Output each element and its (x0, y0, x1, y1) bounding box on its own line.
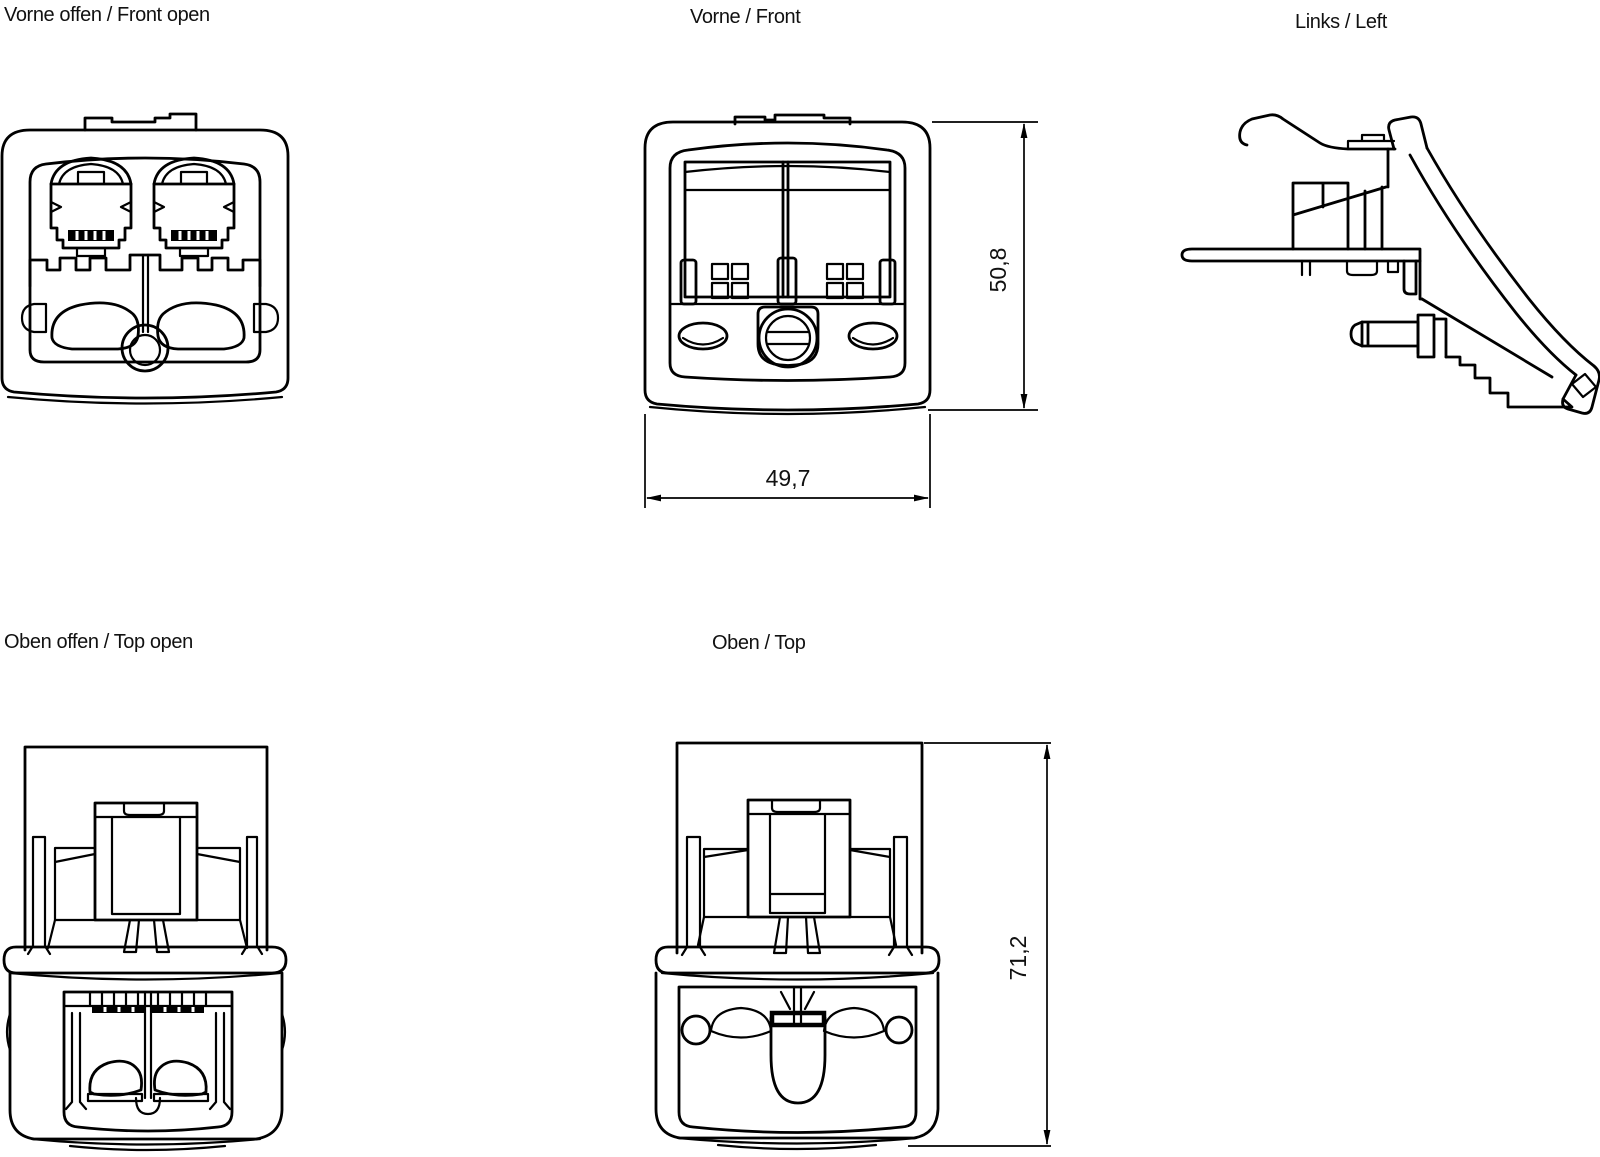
front-view-drawing: 50,8 49,7 (643, 113, 1038, 508)
top-shutter-detail (680, 985, 914, 1105)
view-title-front-open: Vorne offen / Front open (4, 4, 210, 26)
top-back-box (675, 741, 924, 957)
left-mounting-plate (1180, 247, 1422, 277)
top-front-body (654, 945, 941, 1151)
view-title-top: Oben / Top (712, 632, 806, 654)
front-open-view (0, 110, 300, 422)
top-dimension: 71,2 (908, 742, 1051, 1147)
front-housing (643, 113, 932, 416)
top-open-back-box (23, 745, 269, 956)
view-title-front: Vorne / Front (690, 6, 801, 28)
top-open-view (0, 714, 300, 1157)
left-lower-body (1349, 259, 1574, 409)
left-view-drawing (1180, 113, 1600, 415)
view-title-left: Links / Left (1295, 11, 1387, 33)
left-jack-block (1291, 147, 1390, 251)
top-open-front-body (2, 945, 288, 1152)
top-view: 71,2 (618, 713, 1054, 1157)
top-open-contacts (62, 990, 234, 1116)
front-shutter-window (683, 160, 892, 299)
front-dimensions: 50,8 49,7 (644, 121, 1038, 508)
top-open-view-drawing (2, 745, 288, 1152)
dimension-label-height: 50,8 (985, 248, 1011, 293)
dimension-label-width: 49,7 (766, 465, 811, 491)
rj45-jack-right (152, 156, 236, 258)
top-view-drawing: 71,2 (654, 741, 1051, 1151)
screw-head (757, 307, 819, 369)
rj45-jack-left (49, 156, 133, 258)
front-terminal-row (668, 256, 907, 306)
view-title-top-open: Oben offen / Top open (4, 631, 193, 653)
left-faceplate (1387, 115, 1600, 415)
dimension-label-depth: 71,2 (1005, 936, 1031, 981)
left-cable-hook (1238, 113, 1397, 151)
front-open-view-drawing (0, 112, 290, 405)
front-view: 50,8 49,7 (628, 108, 1053, 518)
left-view (1148, 103, 1600, 423)
front-open-terminal-block (20, 253, 280, 373)
front-screw-and-holes (677, 305, 899, 369)
front-open-housing (0, 112, 290, 405)
